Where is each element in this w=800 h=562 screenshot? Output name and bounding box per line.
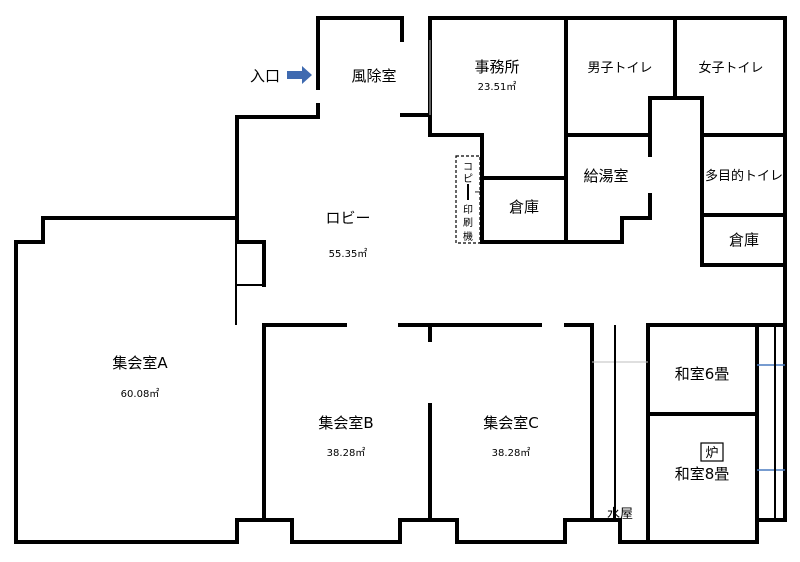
room-women-wc: 女子トイレ — [698, 60, 763, 76]
room-hall-a: 集会室A — [112, 354, 168, 372]
room-hall-c-area: 38.28㎡ — [492, 447, 531, 459]
room-mizuya: 水屋 — [607, 507, 633, 522]
wall-men-bottom — [564, 96, 704, 137]
room-hall-a-area: 60.08㎡ — [121, 388, 160, 400]
entrance-label: 入口 — [250, 67, 280, 85]
wall-fujo-top — [316, 16, 404, 42]
room-storage2: 倉庫 — [729, 231, 759, 249]
copy-char-4: 刷 — [463, 217, 473, 229]
room-hall-b-area: 38.28㎡ — [327, 447, 366, 459]
room-men-wc: 男子トイレ — [587, 61, 652, 76]
walls — [14, 16, 787, 544]
copy-char-1: ピ — [463, 173, 473, 185]
wall-washitsu — [646, 323, 759, 544]
wall-hall-a — [14, 216, 239, 544]
copy-machine-box — [455, 155, 481, 244]
wall-storage1 — [480, 133, 568, 244]
room-multi-wc: 多目的トイレ — [705, 168, 783, 184]
wall-bottom-halls — [262, 518, 594, 544]
wall-lobby-right — [646, 263, 787, 327]
thin-lines — [235, 40, 785, 520]
wall-lobby-left — [235, 115, 320, 287]
room-office: 事務所 — [474, 58, 519, 76]
room-fujo: 風除室 — [351, 67, 396, 85]
wall-mizuya — [590, 518, 650, 544]
copy-char-2: ー — [474, 188, 484, 199]
room-lobby-area: 55.35㎡ — [329, 248, 368, 260]
room-kitchen: 給湯室 — [583, 167, 628, 185]
arrow-body — [287, 71, 303, 79]
copy-char-5: 機 — [463, 230, 473, 243]
room-hall-b: 集会室B — [318, 414, 373, 432]
room-office-area: 23.51㎡ — [478, 81, 517, 93]
entrance-arrow-icon — [287, 66, 312, 84]
copy-char-0: コ — [463, 162, 473, 173]
room-washitsu6: 和室6畳 — [675, 365, 730, 383]
wall-washitsu-right — [755, 323, 787, 522]
copy-char-3: 印 — [463, 204, 473, 216]
arrow-head — [302, 66, 312, 84]
room-hall-c: 集会室C — [483, 414, 538, 432]
room-ro: 炉 — [705, 446, 718, 461]
room-washitsu8: 和室8畳 — [675, 465, 730, 483]
room-lobby: ロビー — [325, 209, 370, 227]
room-storage1: 倉庫 — [509, 198, 539, 216]
wall-top-right — [428, 16, 787, 267]
wall-kitchen-bottom — [564, 193, 652, 244]
ro-box — [700, 442, 724, 462]
